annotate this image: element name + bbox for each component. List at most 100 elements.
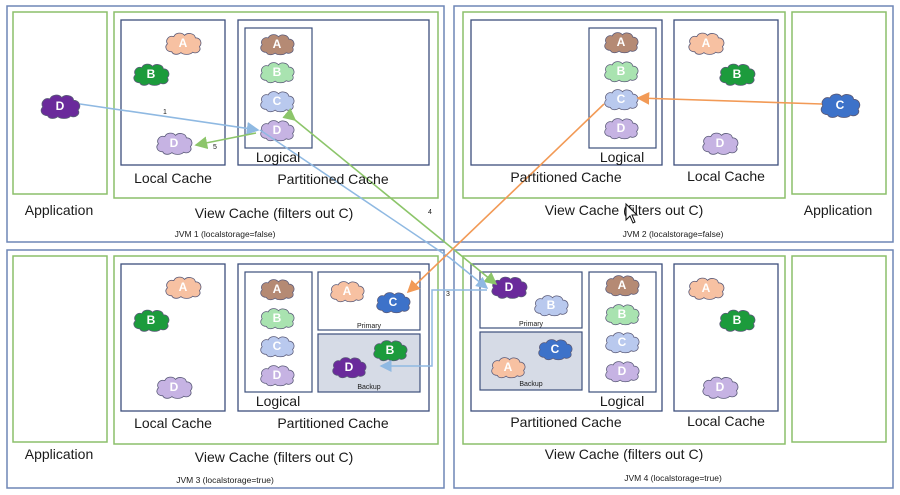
cache-object-b-icon: B [719,63,756,86]
local-cache-label: Local Cache [134,415,212,431]
cache-object-d-icon: D [156,132,193,155]
partitioned-cache-box [470,19,663,166]
cache-object-label: A [179,36,188,50]
cache-object-label: B [273,311,282,325]
cache-object-b-icon: B [260,308,295,330]
logical-box [244,27,313,149]
cache-object-label: D [273,123,282,137]
cache-object-label: D [170,136,179,150]
arrow-primary-to-backup [379,289,487,372]
view-cache-box [113,11,439,199]
logical-label: Logical [600,393,644,409]
local-cache-box [673,19,779,166]
cache-object-label: B [617,64,626,78]
logical-box [588,271,657,393]
step-4: 4 [428,209,432,216]
cache-object-b-icon: B [605,304,640,326]
partitioned-cache-label: Partitioned Cache [510,414,622,430]
backup-label: Backup [357,384,380,391]
jvm-label: JVM 2 (localstorage=false) [623,229,724,239]
cache-object-a-icon: A [688,32,725,55]
cache-object-label: B [386,343,395,357]
cache-object-label: A [702,281,711,295]
step-1: 1 [163,109,167,116]
step-3: 3 [446,291,450,298]
primary-label: Primary [519,321,544,328]
cache-object-d-icon: D [260,120,295,142]
application-box [12,255,108,443]
local-cache-label: Local Cache [134,170,212,186]
cache-object-a-icon: A [604,32,639,54]
logical-label: Logical [600,149,644,165]
cache-object-label: D [505,280,514,294]
cache-object-label: C [617,92,626,106]
cache-object-label: A [273,37,282,51]
application-label: Application [804,202,873,218]
jvm-label: JVM 1 (localstorage=false) [175,229,276,239]
cache-object-label: D [716,136,725,150]
cache-object-label: A [618,278,627,292]
partitioned-cache-label: Partitioned Cache [277,171,389,187]
cache-object-label: C [389,295,398,309]
logical-box [588,27,657,149]
cache-object-label: B [147,313,156,327]
cache-object-b-icon: B [260,62,295,84]
cache-object-label: D [56,99,65,113]
cache-object-label: C [618,335,627,349]
cache-object-a-icon: A [165,276,202,299]
primary-box [479,271,583,329]
cache-object-label: C [551,342,560,356]
cache-object-d-icon: D [40,94,81,119]
cache-object-d-icon: D [156,376,193,399]
cache-object-d-icon: D [604,118,639,140]
cache-object-label: C [273,94,282,108]
local-cache-box [673,263,779,412]
cache-object-c-icon: C [260,91,295,113]
local-cache-label: Local Cache [687,413,765,429]
arrow-partition-to-local [194,132,257,150]
logical-box [244,271,313,393]
cache-object-label: B [273,65,282,79]
cache-object-label: C [836,98,845,112]
cache-object-label: B [147,67,156,81]
backup-label: Backup [519,381,542,388]
cache-object-b-icon: B [133,309,170,332]
cache-object-label: A [179,280,188,294]
cache-object-b-icon: B [719,309,756,332]
cache-object-label: A [504,360,513,374]
cache-object-b-icon: B [534,295,569,317]
jvm-2 [453,5,894,243]
cache-object-label: D [170,380,179,394]
view-cache-box [113,255,439,445]
cache-object-d-icon: D [605,361,640,383]
application-label: Application [25,446,94,462]
cache-object-b-icon: B [373,340,408,362]
arrow-partition-to-primary [282,107,498,286]
view-cache-label: View Cache (filters out C) [195,449,353,465]
cache-object-c-icon: C [604,89,639,111]
cache-object-label: B [618,307,627,321]
cache-object-label: D [345,360,354,374]
partitioned-cache-box [470,263,663,412]
cache-object-label: B [547,298,556,312]
application-box [12,11,108,195]
cache-object-b-icon: B [604,61,639,83]
view-cache-label: View Cache (filters out C) [195,205,353,221]
view-cache-box [462,11,786,199]
arrows [79,91,823,372]
cache-object-a-icon: A [330,281,365,303]
step-5: 5 [213,144,217,151]
cache-object-label: D [716,380,725,394]
cache-object-d-icon: D [491,276,528,299]
cache-object-c-icon: C [260,336,295,358]
primary-label: Primary [357,323,382,330]
cache-object-c-icon: C [820,93,861,118]
cache-object-label: A [702,36,711,50]
jvm-label: JVM 3 (localstorage=true) [176,475,274,485]
cache-object-b-icon: B [133,63,170,86]
cache-object-c-icon: C [605,332,640,354]
cache-object-c-icon: C [538,339,573,361]
arrow-blue-long [259,129,489,289]
application-label: Application [25,202,94,218]
partitioned-cache-label: Partitioned Cache [510,169,622,185]
